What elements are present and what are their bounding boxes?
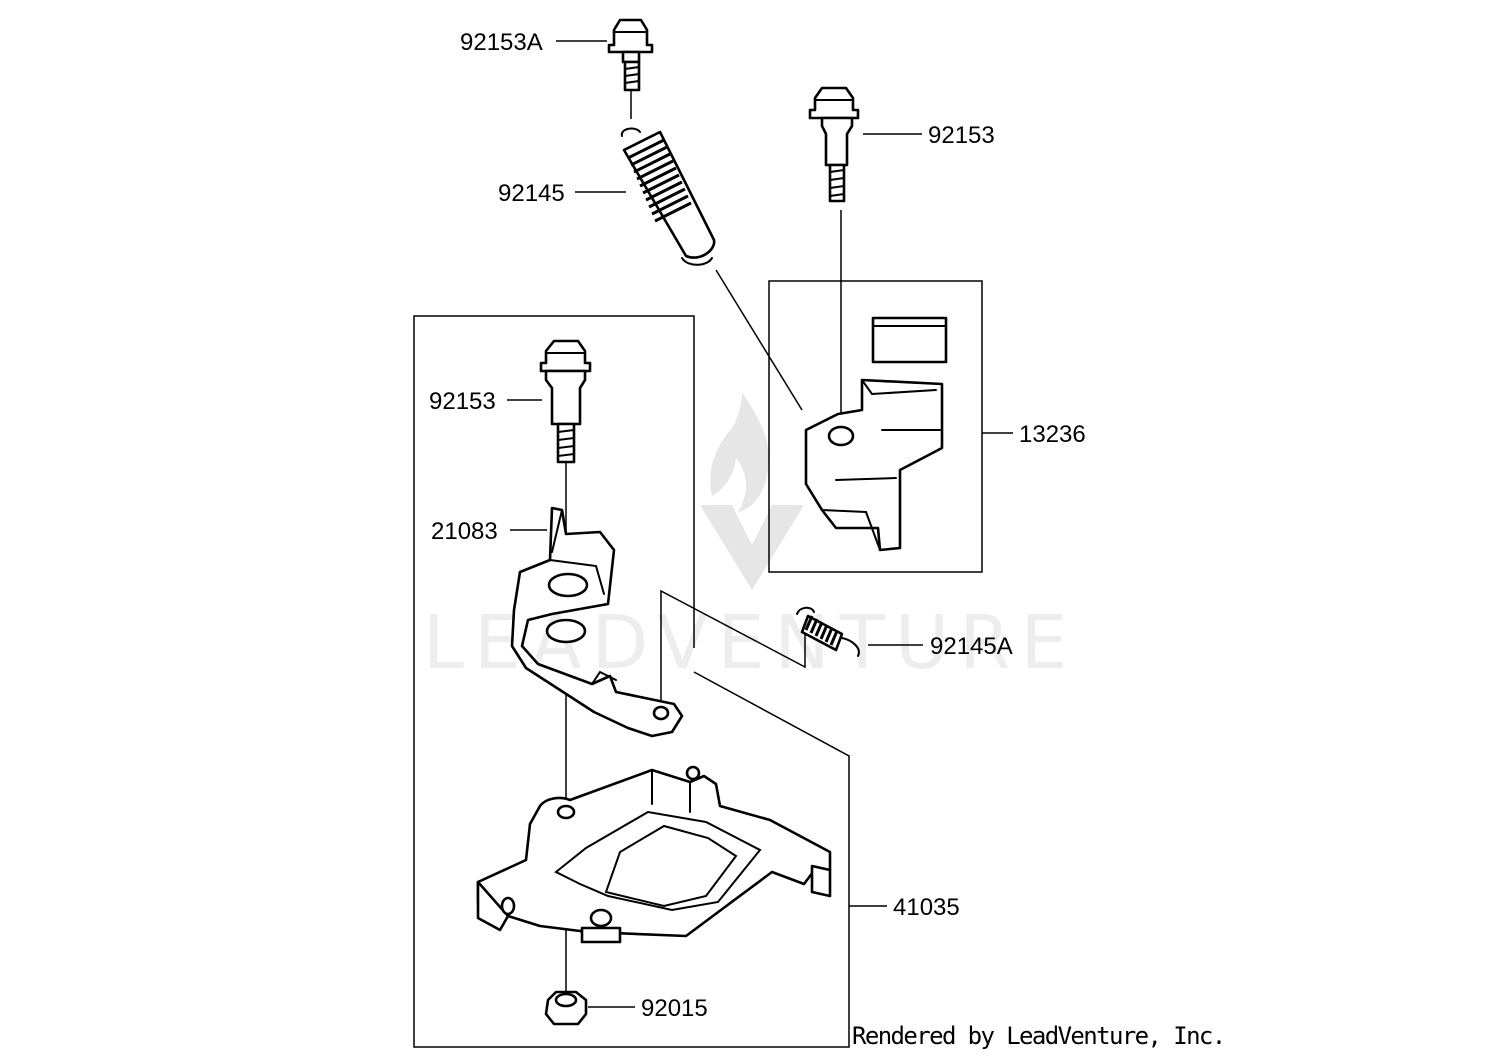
spring-92145	[620, 127, 716, 266]
callout-92145A: 92145A	[930, 633, 1013, 660]
spring-92145A	[796, 606, 860, 657]
render-credit: Rendered by LeadVenture, Inc.	[852, 1022, 1226, 1050]
lever-21083	[510, 506, 684, 738]
nut-92015	[544, 990, 588, 1026]
callout-13236: 13236	[1019, 421, 1086, 448]
callout-92145: 92145	[498, 180, 565, 207]
assembly-box-41035	[413, 315, 850, 1048]
callout-92153A: 92153A	[460, 29, 543, 56]
callout-92153-right: 92153	[928, 122, 995, 149]
bolt-92153-right	[808, 86, 860, 203]
leader-lines	[507, 40, 1013, 1008]
bolt-92153-left	[539, 339, 592, 464]
lever-13236	[804, 316, 948, 552]
callout-21083: 21083	[431, 518, 498, 545]
alignment-lines	[565, 91, 842, 995]
callout-labels: 92153A 92153 92145 92153 13236 21083 921…	[429, 29, 1086, 1022]
callout-92153-left: 92153	[429, 388, 496, 415]
callout-92015: 92015	[641, 995, 708, 1022]
bracket-41035	[476, 765, 832, 944]
assembly-box-13236	[768, 280, 983, 573]
callout-41035: 41035	[893, 894, 960, 921]
bolt-92153A	[607, 18, 654, 92]
